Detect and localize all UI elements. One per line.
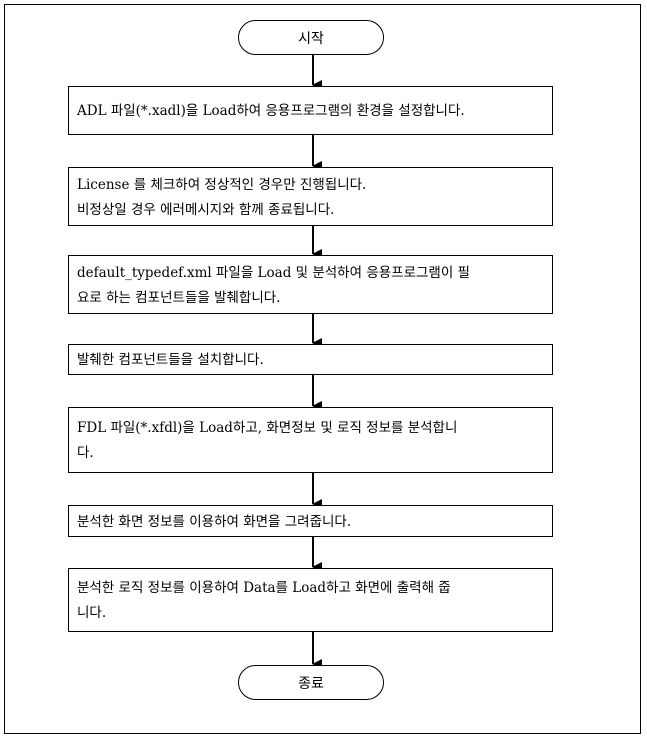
end-label: 종료 [298,675,324,692]
start-label: 시작 [298,30,324,47]
step-4-box: 발췌한 컴포넌트들을 설치합니다. [68,344,553,375]
step-2-box: License 를 체크하여 정상적인 경우만 진행됩니다. 비정상일 경우 에… [68,167,553,226]
step-7-line-2: 니다. [77,605,107,621]
step-2-line-2: 비정상일 경우 에러메시지와 함께 종료됩니다. [77,201,335,218]
step-3-line-2: 요로 하는 컴포넌트들을 발췌합니다. [77,289,281,306]
step-3-line-1: default_typedef.xml 파일을 Load 및 분석하여 응용프로… [77,264,470,281]
step-7-box: 분석한 로직 정보를 이용하여 Data를 Load하고 화면에 출력해 줍 니… [68,568,553,632]
step-1-line-1: ADL 파일(*.xadl)을 Load하여 응용프로그램의 환경을 설정합니다… [77,103,465,119]
step-5-line-1: FDL 파일(*.xfdl)을 Load하고, 화면정보 및 로직 정보를 분석… [77,420,458,436]
step-5-box: FDL 파일(*.xfdl)을 Load하고, 화면정보 및 로직 정보를 분석… [68,407,553,473]
step-7-line-1: 분석한 로직 정보를 이용하여 Data를 Load하고 화면에 출력해 줍 [77,580,451,596]
end-terminal: 종료 [238,665,384,700]
step-6-line-1: 분석한 화면 정보를 이용하여 화면을 그려줍니다. [77,513,352,530]
start-terminal: 시작 [238,20,384,55]
step-5-line-2: 다. [77,445,94,461]
diagram-frame [4,4,641,734]
step-2-line-1: License 를 체크하여 정상적인 경우만 진행됩니다. [77,176,367,193]
step-3-box: default_typedef.xml 파일을 Load 및 분석하여 응용프로… [68,255,553,314]
step-4-line-1: 발췌한 컴포넌트들을 설치합니다. [77,352,264,368]
step-1-box: ADL 파일(*.xadl)을 Load하여 응용프로그램의 환경을 설정합니다… [68,86,553,135]
step-6-box: 분석한 화면 정보를 이용하여 화면을 그려줍니다. [68,505,553,537]
